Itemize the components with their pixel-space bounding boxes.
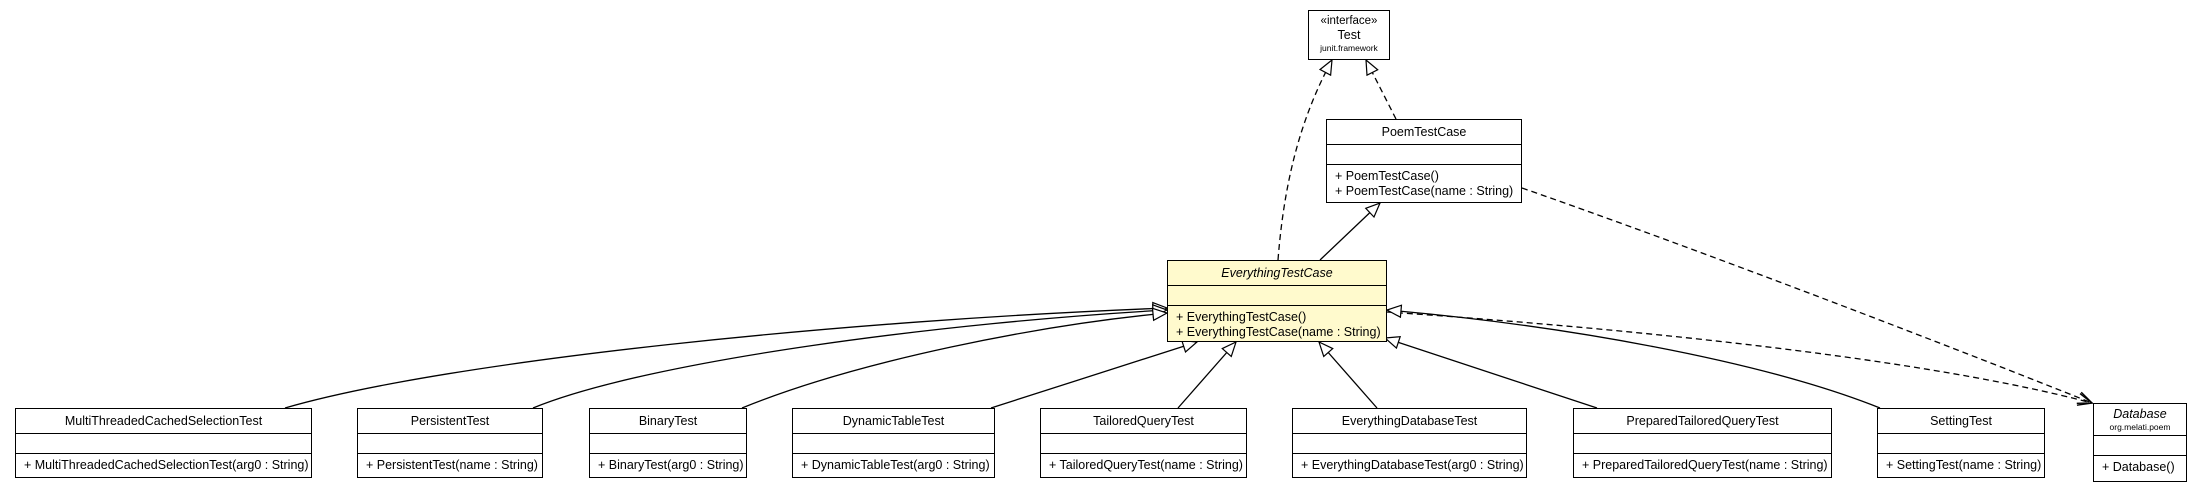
database-operations: + Database() (2094, 456, 2186, 478)
preparedtailored-operations: + PreparedTailoredQueryTest(name : Strin… (1574, 454, 1831, 476)
dynamictable-operations: + DynamicTableTest(arg0 : String) (793, 454, 994, 476)
operation: + BinaryTest(arg0 : String) (598, 458, 744, 472)
tailoredquery-operations: + TailoredQueryTest(name : String) (1041, 454, 1246, 476)
operation: + PreparedTailoredQueryTest(name : Strin… (1582, 458, 1828, 472)
database-name: Database (2113, 407, 2167, 421)
database-package: org.melati.poem (2109, 422, 2171, 432)
database-attributes (2094, 436, 2186, 456)
test-name: Test (1337, 28, 1361, 42)
class-dynamictabletest[interactable]: DynamicTableTest + DynamicTableTest(arg0… (792, 408, 995, 478)
setting-attributes (1878, 434, 2044, 454)
operation: + EverythingDatabaseTest(arg0 : String) (1301, 458, 1524, 472)
test-stereotype: «interface» (1320, 15, 1378, 27)
everythingtestcase-operations: + EverythingTestCase() + EverythingTestC… (1168, 306, 1386, 343)
multithreaded-name: MultiThreadedCachedSelectionTest (16, 409, 311, 434)
everythingdatabase-name: EverythingDatabaseTest (1293, 409, 1526, 434)
operation: + PoemTestCase() (1335, 169, 1439, 183)
setting-operations: + SettingTest(name : String) (1878, 454, 2044, 476)
operation: + PersistentTest(name : String) (366, 458, 538, 472)
class-poemtestcase[interactable]: PoemTestCase + PoemTestCase() + PoemTest… (1326, 119, 1522, 203)
operation: + EverythingTestCase() (1176, 310, 1307, 324)
realization-everythingtestcase-test (1277, 60, 1332, 261)
operation: + EverythingTestCase(name : String) (1176, 325, 1381, 339)
generalization-multithreaded (284, 308, 1167, 409)
generalization-persistent (532, 310, 1167, 409)
setting-name: SettingTest (1878, 409, 2044, 434)
class-everythingtestcase[interactable]: EverythingTestCase + EverythingTestCase(… (1167, 260, 1387, 342)
binary-name: BinaryTest (590, 409, 746, 434)
binary-operations: + BinaryTest(arg0 : String) (590, 454, 746, 476)
operation: + SettingTest(name : String) (1886, 458, 2042, 472)
class-preparedtailoredquerytest[interactable]: PreparedTailoredQueryTest + PreparedTail… (1573, 408, 1832, 478)
class-test[interactable]: «interface» Test junit.framework (1308, 10, 1390, 60)
operation: + DynamicTableTest(arg0 : String) (801, 458, 990, 472)
dependency-poemtestcase-database (1521, 187, 2092, 403)
generalization-dynamictable (990, 342, 1197, 409)
class-settingtest[interactable]: SettingTest + SettingTest(name : String) (1877, 408, 2045, 478)
realization-poemtestcase-test (1366, 60, 1397, 120)
preparedtailored-name: PreparedTailoredQueryTest (1574, 409, 1831, 434)
dynamictable-attributes (793, 434, 994, 454)
generalization-binary (741, 313, 1167, 409)
class-everythingdatabasetest[interactable]: EverythingDatabaseTest + EverythingDatab… (1292, 408, 1527, 478)
operation: + PoemTestCase(name : String) (1335, 184, 1514, 198)
poemtestcase-operations: + PoemTestCase() + PoemTestCase(name : S… (1327, 165, 1521, 202)
dependency-everythingtestcase-database (1386, 311, 2092, 403)
database-header: Database org.melati.poem (2094, 404, 2186, 436)
generalization-preparedtailored (1385, 338, 1598, 409)
generalization-everythingdatabase (1319, 342, 1378, 409)
persistent-operations: + PersistentTest(name : String) (358, 454, 542, 476)
everythingdatabase-attributes (1293, 434, 1526, 454)
class-database[interactable]: Database org.melati.poem + Database() (2093, 403, 2187, 482)
operation: + MultiThreadedCachedSelectionTest(arg0 … (24, 458, 309, 472)
class-multithreadedcachedselectiontest[interactable]: MultiThreadedCachedSelectionTest + Multi… (15, 408, 312, 478)
generalization-tailoredquery (1177, 342, 1236, 409)
generalization-everythingtestcase-poemtestcase (1319, 203, 1380, 261)
generalization-setting (1387, 310, 1881, 409)
class-tailoredquerytest[interactable]: TailoredQueryTest + TailoredQueryTest(na… (1040, 408, 1247, 478)
everythingdatabase-operations: + EverythingDatabaseTest(arg0 : String) (1293, 454, 1526, 476)
tailoredquery-name: TailoredQueryTest (1041, 409, 1246, 434)
class-test-header: «interface» Test junit.framework (1309, 11, 1389, 56)
persistent-name: PersistentTest (358, 409, 542, 434)
poemtestcase-attributes (1327, 145, 1521, 165)
poemtestcase-name: PoemTestCase (1327, 120, 1521, 145)
class-binarytest[interactable]: BinaryTest + BinaryTest(arg0 : String) (589, 408, 747, 478)
multithreaded-attributes (16, 434, 311, 454)
test-package: junit.framework (1320, 43, 1378, 53)
persistent-attributes (358, 434, 542, 454)
dynamictable-name: DynamicTableTest (793, 409, 994, 434)
multithreaded-operations: + MultiThreadedCachedSelectionTest(arg0 … (16, 454, 311, 476)
binary-attributes (590, 434, 746, 454)
tailoredquery-attributes (1041, 434, 1246, 454)
operation: + Database() (2102, 460, 2175, 474)
operation: + TailoredQueryTest(name : String) (1049, 458, 1243, 472)
everythingtestcase-name: EverythingTestCase (1168, 261, 1386, 286)
class-persistenttest[interactable]: PersistentTest + PersistentTest(name : S… (357, 408, 543, 478)
everythingtestcase-attributes (1168, 286, 1386, 306)
preparedtailored-attributes (1574, 434, 1831, 454)
